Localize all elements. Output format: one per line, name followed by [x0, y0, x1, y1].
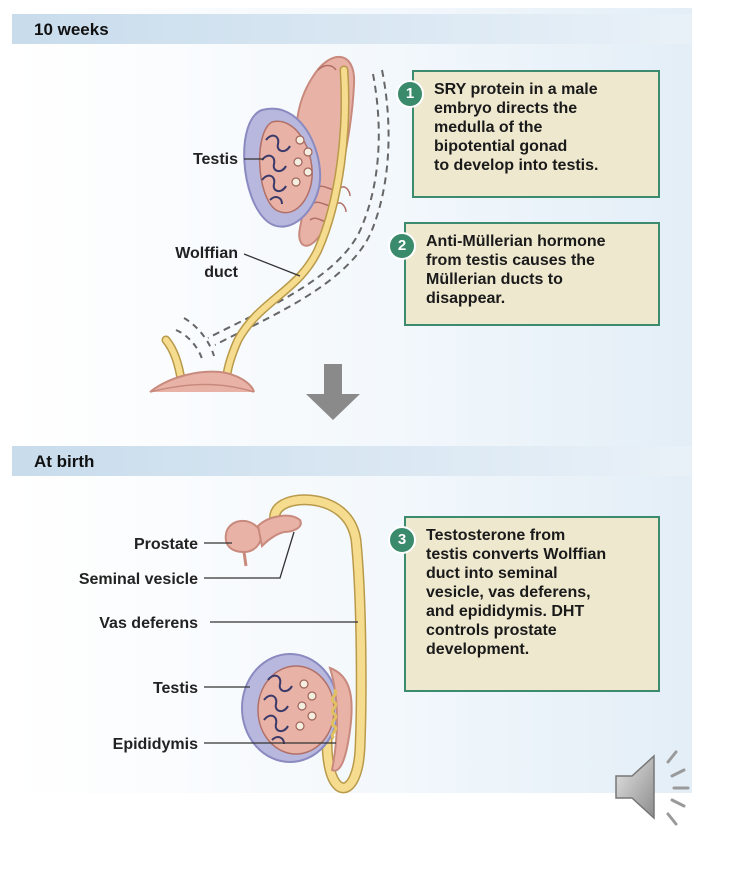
- label-testis-top: Testis: [193, 151, 238, 168]
- callout-3-line-6: controls prostate: [426, 622, 557, 639]
- leader-wolffian-duct: [243, 253, 301, 277]
- callout-2-line-3: Müllerian ducts to: [426, 271, 563, 288]
- epididymis: [328, 666, 353, 772]
- down-arrow-icon: [306, 364, 360, 420]
- callout-3-line-1: Testosterone from: [426, 527, 566, 544]
- urogenital-sinus-edge: [149, 383, 255, 393]
- seminal-vesicle: [256, 514, 302, 549]
- callout-2-line-2: from testis causes the: [426, 252, 595, 269]
- label-prostate: Prostate: [134, 536, 198, 553]
- urethra-stub: [242, 551, 248, 567]
- callout-3-line-3: duct into seminal: [426, 565, 558, 582]
- rete-testis: [291, 135, 313, 187]
- section-title-10-weeks: 10 weeks: [34, 20, 109, 39]
- callout-3-line-4: vesicle, vas deferens,: [426, 584, 591, 601]
- adult-reproductive-illustration: [224, 494, 367, 794]
- callout-2-line-1: Anti-Müllerian hormone: [426, 233, 606, 250]
- epididymis-coil: [330, 688, 338, 740]
- section-title-at-birth: At birth: [34, 452, 94, 471]
- testis-cords: [261, 134, 291, 205]
- rete-testis-birth: [295, 679, 317, 731]
- speaker-icon[interactable]: [608, 742, 708, 832]
- step-number-2: 2: [388, 232, 416, 260]
- callout-amh: Anti-Müllerian hormone from testis cause…: [404, 222, 660, 326]
- callout-testosterone: Testosterone from testis converts Wolffi…: [404, 516, 660, 692]
- label-wolffian-line2: duct: [204, 264, 238, 281]
- callout-1-line-1: SRY protein in a male: [434, 81, 598, 98]
- mullerian-duct-end-dashed: [175, 329, 204, 363]
- label-seminal-vesicle: Seminal vesicle: [79, 571, 198, 588]
- callout-1-line-2: embryo directs the: [434, 100, 578, 117]
- label-vas-deferens: Vas deferens: [99, 615, 198, 632]
- callout-1-line-3: medulla of the: [434, 119, 543, 136]
- callout-3-line-7: development.: [426, 641, 530, 658]
- mullerian-duct-end-dashed-2: [183, 317, 215, 357]
- label-wolffian-line1: Wolffian: [175, 245, 238, 262]
- section-band-10-weeks: [12, 14, 692, 44]
- leader-seminal-vesicle: [204, 531, 295, 579]
- callout-3-line-2: testis converts Wolffian: [426, 546, 607, 563]
- callout-1-line-4: bipotential gonad: [434, 138, 568, 155]
- vas-deferens: [270, 495, 366, 792]
- callout-1-line-5: to develop into testis.: [434, 157, 599, 174]
- prostate: [224, 519, 262, 554]
- embryonic-gonad-illustration: [149, 56, 390, 393]
- callout-3-line-5: and epididymis. DHT: [426, 603, 585, 620]
- label-testis-bottom: Testis: [153, 680, 198, 697]
- section-band-at-birth: [12, 446, 692, 476]
- label-epididymis: Epididymis: [113, 736, 198, 753]
- mullerian-duct-outer-dashed: [214, 69, 390, 346]
- callout-2-line-4: disappear.: [426, 290, 506, 307]
- wolffian-duct: [223, 67, 348, 388]
- callout-sry: SRY protein in a male embryo directs the…: [412, 70, 660, 198]
- speaker-icon-graphic: [615, 750, 690, 826]
- step-number-3: 3: [388, 526, 416, 554]
- step-number-1: 1: [396, 80, 424, 108]
